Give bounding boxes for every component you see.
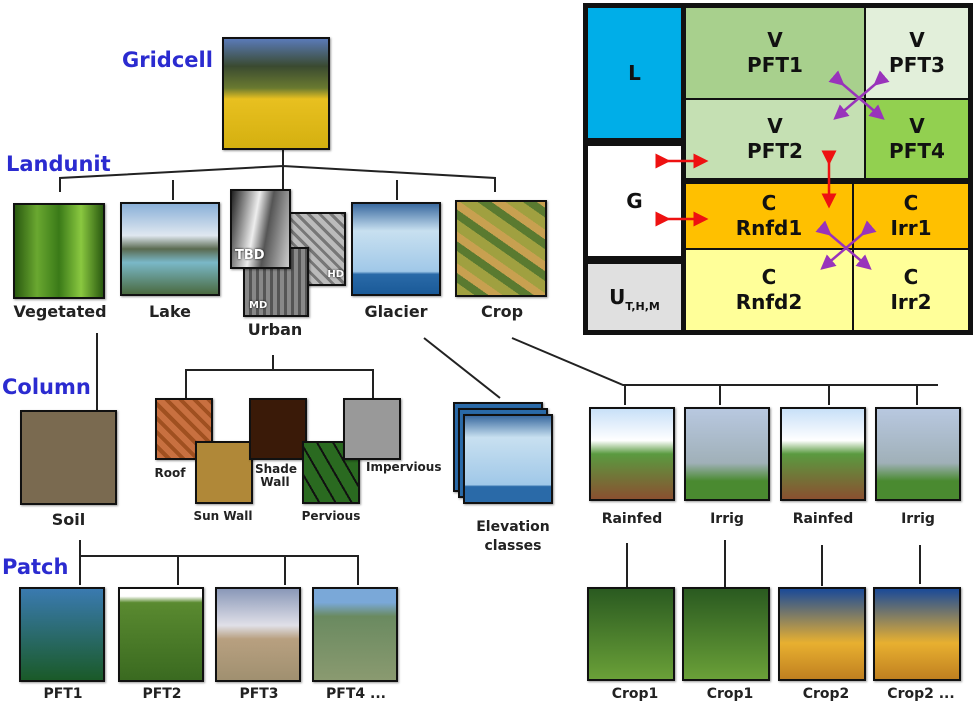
impervious-image [343,398,401,460]
column-label: Elevation classes [476,519,550,554]
cell-label: V [909,114,925,138]
landunit-label: Urban [247,320,303,339]
patch-label: Crop1 [706,686,754,702]
patch-label: Crop2 [802,686,850,702]
level-landunit: Landunit [6,152,111,176]
patch-label: Crop1 [611,686,659,702]
urban-tbd-image: TBD [230,189,291,269]
urban-hd-image: HD [288,212,346,286]
landunit-label: Glacier [364,302,428,321]
cell-label: V [767,114,783,138]
cell-label: Irr2 [890,290,932,314]
vegetated-image [13,203,105,299]
crop-patch-image [778,587,866,681]
urban-hd-label: HD [327,269,344,280]
level-gridcell: Gridcell [122,48,213,72]
cell-label: PFT2 [747,139,803,163]
urban-tbd-label: TBD [235,248,265,263]
urban-md-label: MD [249,300,268,311]
pervious-image [302,441,360,504]
landunit-label: Crop [480,302,524,321]
pft-patch-image [19,587,105,682]
column-label: Irrig [901,511,935,527]
crop-patch-image [873,587,961,681]
purple-arrow-icon [833,70,890,120]
column-label: Shade Wall [255,462,298,490]
column-label: Soil [51,510,86,529]
landunit-label: Lake [148,302,192,321]
column-label: Pervious [301,509,361,523]
column-label: Sun Wall [193,509,253,523]
crop-image [455,200,547,297]
level-patch: Patch [2,555,69,579]
patch-label: PFT2 [142,686,182,702]
purple-arrow-icon [820,220,877,270]
pft-patch-image [215,587,301,682]
column-label: Impervious [366,460,442,474]
patch-label: PFT3 [239,686,279,702]
glacier-image [351,202,441,296]
cell-label: PFT1 [747,53,803,77]
cell-label: PFT3 [889,53,945,77]
patch-label: Crop2 ... [887,686,955,702]
shade-wall-image [249,398,307,460]
crop-column-image [875,407,961,501]
soil-image [20,410,117,505]
pft-patch-image [118,587,204,682]
gridcell-image [222,37,330,150]
lake-image [120,202,220,296]
column-label: Roof [154,466,186,480]
cell-label: Rnfd1 [735,216,803,240]
patch-label: PFT4 ... [326,686,386,702]
cell-label: C [903,191,919,215]
crop-column-image [684,407,770,501]
cell-subscript: T,H,M [625,300,660,314]
column-label: Rainfed [601,511,663,527]
cell-label: V [767,28,783,52]
crop-patch-image [587,587,675,681]
cell-label: Rnfd2 [735,290,803,314]
landunit-label: Vegetated [13,302,107,321]
column-label: Rainfed [792,511,854,527]
cell-label: C [761,191,777,215]
crop-patch-image [682,587,770,681]
sun-wall-image [195,441,253,504]
pft-patch-image [312,587,398,682]
level-column: Column [2,375,91,399]
cell-label: L [628,60,641,85]
patch-label: PFT1 [43,686,83,702]
crop-column-image [780,407,866,501]
cell-label: Irr1 [890,216,932,240]
cell-label: PFT4 [889,139,945,163]
column-label: Irrig [710,511,744,527]
cell-label: C [761,265,777,289]
cell-label: C [903,265,919,289]
cell-L: L [588,8,681,138]
roof-image [155,398,213,460]
crop-column-image [589,407,675,501]
cell-label: U [609,284,626,309]
cell-label: G [626,188,643,213]
cell-label: V [909,28,925,52]
exchange-arrows [655,70,890,270]
elevation-class-image [463,414,553,504]
